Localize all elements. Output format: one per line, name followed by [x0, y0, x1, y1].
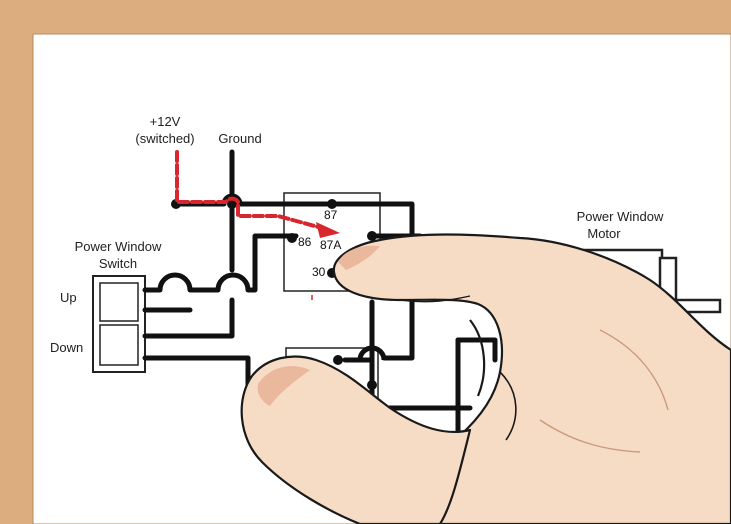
switch-title-line-2: Switch	[99, 256, 137, 271]
motor-title-line-1: Power Window	[577, 209, 664, 224]
supply-voltage-label: +12V	[150, 114, 181, 129]
hand-illustration	[240, 233, 731, 524]
highlight-current-path	[175, 150, 324, 230]
relay-pin-87: 87	[324, 208, 338, 222]
relay-pin-30: 30	[312, 265, 326, 279]
switch-down-label: Down	[50, 340, 83, 355]
ground-label: Ground	[218, 131, 261, 146]
relay-pin-86: 86	[298, 235, 312, 249]
switch-title-line-1: Power Window	[75, 239, 162, 254]
relay-pin-87a: 87A	[320, 238, 341, 252]
switch-up-label: Up	[60, 290, 77, 305]
switch-up-button	[99, 282, 139, 322]
highlight-arrowhead	[316, 222, 340, 238]
supply-type-label: (switched)	[135, 131, 194, 146]
switch-down-button	[99, 324, 139, 366]
motor-title-line-2: Motor	[587, 226, 621, 241]
power-window-switch	[92, 275, 146, 373]
